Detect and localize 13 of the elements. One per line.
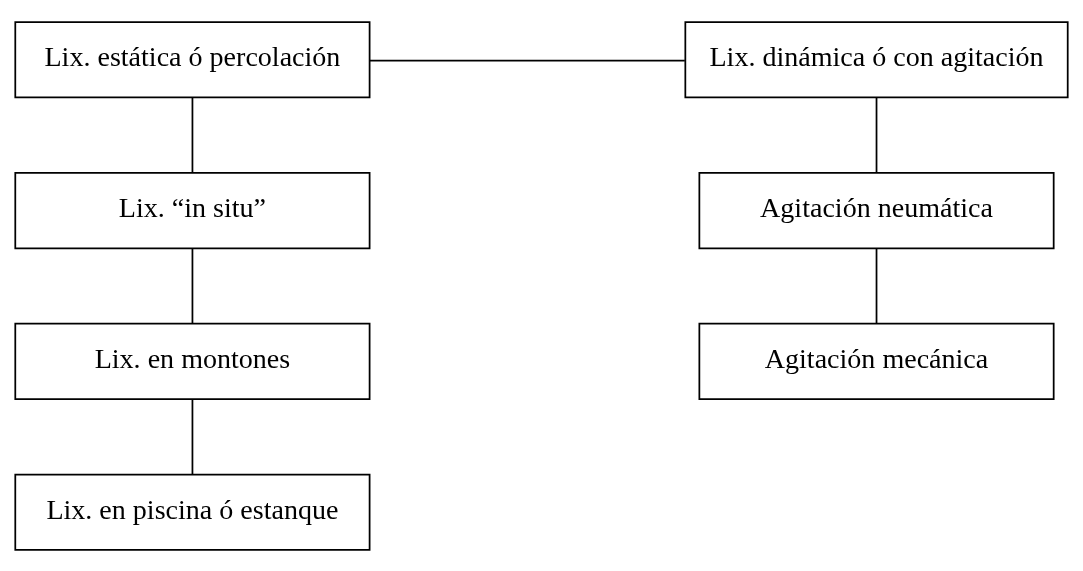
connector	[369, 59, 686, 61]
connector	[191, 247, 194, 324]
node-box: Lix. dinámica ó con agitación	[684, 20, 1069, 98]
node-box: Lix. “in situ”	[14, 171, 371, 249]
connector	[875, 96, 878, 173]
node-box: Agitación neumática	[698, 171, 1055, 249]
connector	[191, 96, 194, 173]
node-box: Lix. estática ó percolación	[14, 20, 371, 98]
connector	[191, 398, 194, 475]
connector	[875, 247, 878, 324]
node-box: Lix. en montones	[14, 322, 371, 400]
node-box: Lix. en piscina ó estanque	[14, 473, 371, 551]
node-box: Agitación mecánica	[698, 322, 1055, 400]
